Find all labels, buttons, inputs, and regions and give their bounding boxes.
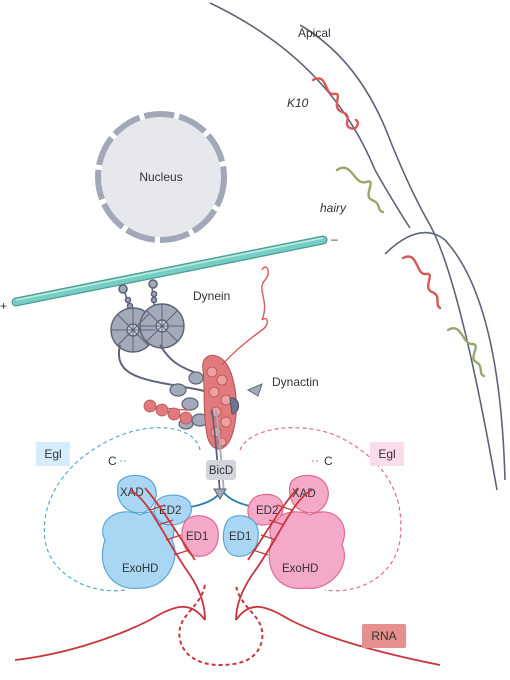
nucleus-label: Nucleus <box>139 170 182 184</box>
ed1-right-label: ED1 <box>229 531 251 543</box>
ed2-right-label: ED2 <box>256 505 278 517</box>
k10-label: K10 <box>287 96 309 110</box>
bicd-label: BicD <box>209 465 233 477</box>
egl-right-label: Egl <box>378 447 395 461</box>
cell-membrane-curve <box>299 24 498 491</box>
cell-membrane-lower <box>384 231 506 481</box>
dynactin-complex <box>143 266 269 450</box>
ed1-left-label: ED1 <box>186 531 208 543</box>
microtubule <box>11 235 328 307</box>
nucleus <box>95 111 227 243</box>
egl-left-badge <box>36 442 70 466</box>
hairy-mrna-squiggle-2 <box>446 327 486 378</box>
dynein-motor-heads <box>110 303 185 353</box>
rna-badge <box>362 624 406 648</box>
cell-membrane-upper <box>209 2 411 229</box>
dynactin-label: Dynactin <box>272 375 319 389</box>
egl-left-label: Egl <box>44 447 61 461</box>
egl-left-exohd-domain <box>101 511 176 590</box>
apical-label: Apical <box>298 26 331 40</box>
egl-right-ed2-domain <box>247 493 284 526</box>
exohd-left-label: ExoHD <box>122 563 158 575</box>
exohd-right-label: ExoHD <box>282 563 318 575</box>
egl-right-xad-domain <box>289 474 329 514</box>
rna-strand-left <box>14 487 206 661</box>
microtubule-plus-end-label: + <box>0 299 7 313</box>
bicd-joint <box>213 488 227 500</box>
hairy-mrna-squiggle-1 <box>335 166 385 214</box>
egl-left-c-terminus-label: C <box>108 454 117 468</box>
k10-mrna-squiggle-1 <box>311 77 359 130</box>
egl-right-outline <box>239 427 402 592</box>
egl-right-c-terminus-label: C <box>324 454 333 468</box>
hairy-label: hairy <box>320 201 347 215</box>
bicd-badge <box>206 460 236 480</box>
k10-mrna-squiggle-2 <box>401 255 442 310</box>
egl-left-outline <box>43 427 201 592</box>
dynein-label: Dynein <box>193 289 230 303</box>
rna-label: RNA <box>371 629 396 643</box>
rna-stem-loop <box>178 584 264 667</box>
rna-strand-right <box>235 487 441 666</box>
egl-right-badge <box>370 442 404 466</box>
microtubule-minus-end-label: – <box>331 232 338 246</box>
egl-right-exohd-domain <box>268 511 345 590</box>
rna-helix-rungs <box>149 504 293 556</box>
